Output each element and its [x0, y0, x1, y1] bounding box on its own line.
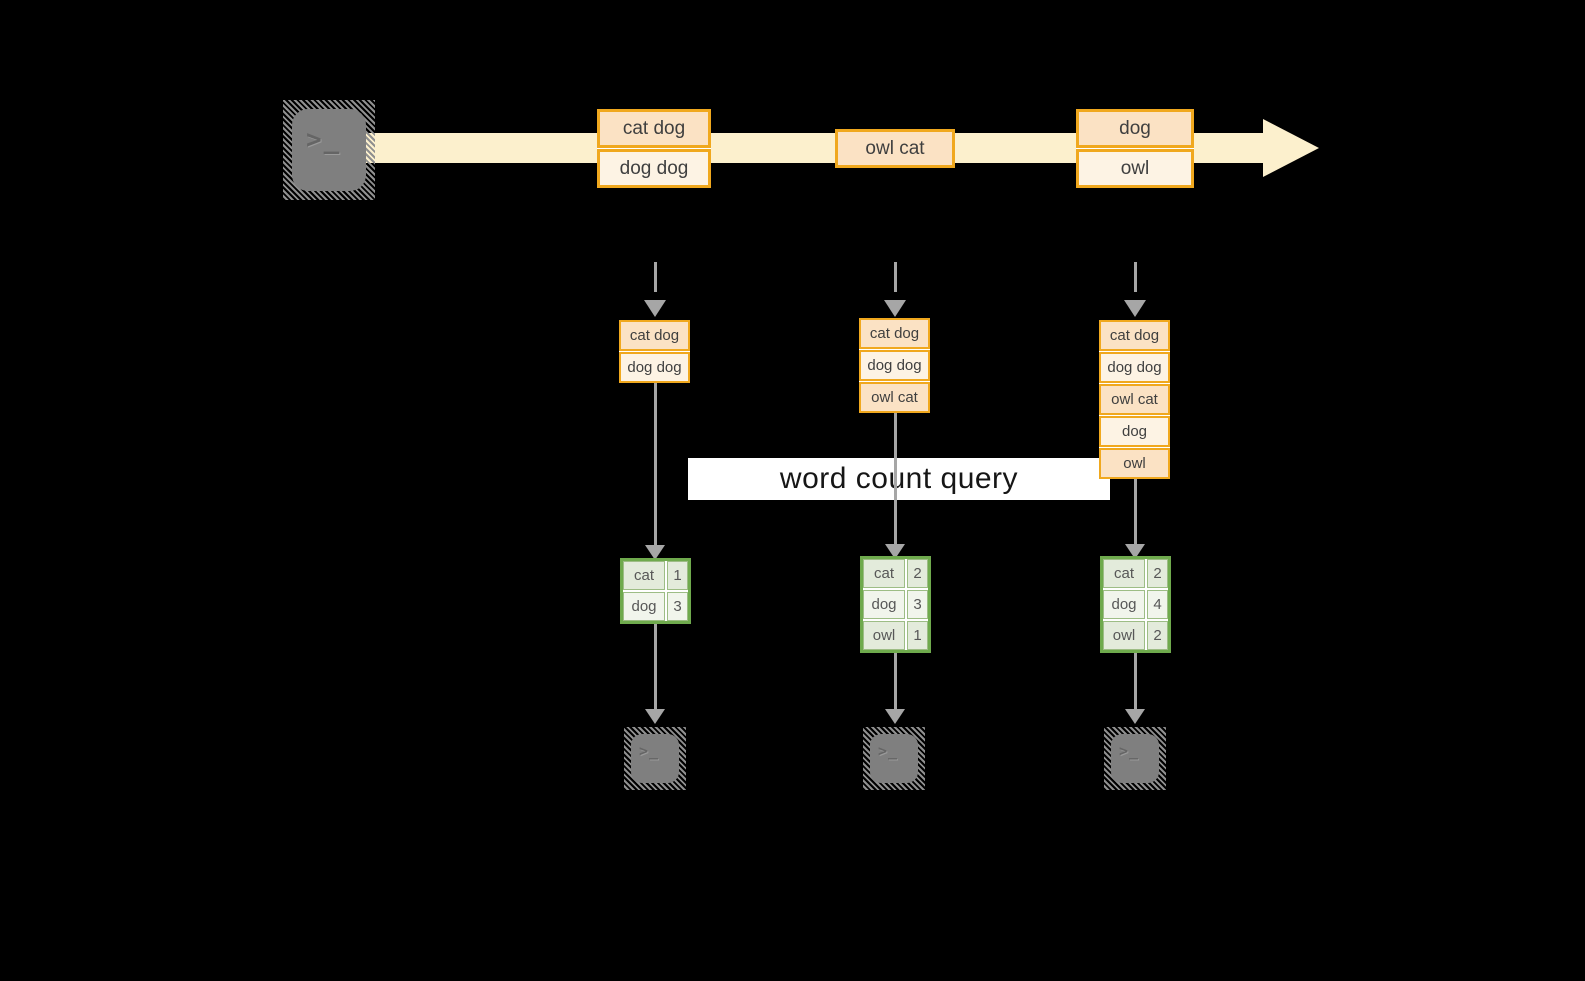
result-word: cat	[623, 561, 665, 590]
state-line: cat dog	[859, 318, 930, 349]
arrowhead-icon	[885, 544, 905, 559]
result-count: 1	[667, 561, 688, 590]
arrowhead-icon	[1125, 544, 1145, 559]
event-batch-2: owl cat	[835, 129, 955, 168]
result-count: 2	[1147, 559, 1168, 588]
arrow-result-to-sink-2	[884, 653, 906, 724]
arrow-state-to-result-1	[644, 383, 666, 560]
state-line: cat dog	[619, 320, 690, 351]
state-line: owl	[1099, 448, 1170, 479]
batch-line: owl cat	[835, 129, 955, 168]
result-word: cat	[1103, 559, 1145, 588]
terminal-prompt-icon: >_	[1119, 742, 1140, 760]
arrowhead-icon	[885, 709, 905, 724]
terminal-body: >_	[292, 109, 366, 191]
terminal-prompt-icon: >_	[878, 742, 899, 760]
state-line: owl cat	[859, 382, 930, 413]
arrowhead-icon	[884, 300, 906, 317]
state-line: dog dog	[859, 350, 930, 381]
arrow-dash	[893, 262, 897, 292]
result-count: 3	[667, 592, 688, 621]
arrowhead-icon	[645, 709, 665, 724]
word-count-query-banner: word count query	[688, 458, 1110, 500]
arrow-state-to-result-3	[1124, 478, 1146, 559]
arrow-dash	[653, 262, 657, 292]
result-word: dog	[623, 592, 665, 621]
arrowhead-icon	[645, 545, 665, 560]
arrow-line	[1133, 653, 1137, 709]
state-line: cat dog	[1099, 320, 1170, 351]
dashed-arrow-3	[1124, 262, 1146, 317]
result-count: 4	[1147, 590, 1168, 619]
state-buffer-3: cat dog dog dog owl cat dog owl	[1099, 320, 1170, 479]
dashed-arrow-2	[884, 262, 906, 317]
word-count-query-label: word count query	[779, 462, 1019, 495]
terminal-prompt-icon: >_	[306, 125, 342, 155]
stream-arrowhead-icon	[1263, 119, 1319, 177]
state-line: dog dog	[619, 352, 690, 383]
arrow-result-to-sink-1	[644, 624, 666, 724]
result-table-3: cat 2 dog 4 owl 2	[1100, 556, 1171, 653]
result-word: owl	[1103, 621, 1145, 650]
result-count: 2	[907, 559, 928, 588]
arrowhead-icon	[644, 300, 666, 317]
result-word: dog	[863, 590, 905, 619]
source-terminal-icon: >_	[283, 100, 375, 200]
state-line: dog dog	[1099, 352, 1170, 383]
state-buffer-2: cat dog dog dog owl cat	[859, 318, 930, 413]
arrow-line	[653, 624, 657, 709]
state-buffer-1: cat dog dog dog	[619, 320, 690, 383]
terminal-body: >_	[631, 734, 679, 783]
result-word: cat	[863, 559, 905, 588]
arrow-state-to-result-2	[884, 413, 906, 559]
result-word: dog	[1103, 590, 1145, 619]
sink-terminal-icon-3: >_	[1104, 727, 1166, 790]
batch-line: owl	[1076, 149, 1194, 188]
dashed-arrow-1	[644, 262, 666, 317]
arrow-result-to-sink-3	[1124, 653, 1146, 724]
result-word: owl	[863, 621, 905, 650]
batch-line: dog	[1076, 109, 1194, 148]
terminal-body: >_	[1111, 734, 1159, 783]
arrowhead-icon	[1125, 709, 1145, 724]
arrow-dash	[1133, 262, 1137, 292]
arrow-line	[893, 653, 897, 709]
arrow-line	[653, 383, 657, 545]
batch-line: cat dog	[597, 109, 711, 148]
event-batch-1: cat dog dog dog	[597, 109, 711, 188]
sink-terminal-icon-2: >_	[863, 727, 925, 790]
result-count: 2	[1147, 621, 1168, 650]
arrow-line	[893, 413, 897, 544]
result-table-2: cat 2 dog 3 owl 1	[860, 556, 931, 653]
event-batch-3: dog owl	[1076, 109, 1194, 188]
state-line: dog	[1099, 416, 1170, 447]
result-table-1: cat 1 dog 3	[620, 558, 691, 624]
result-count: 3	[907, 590, 928, 619]
terminal-body: >_	[870, 734, 918, 783]
sink-terminal-icon-1: >_	[624, 727, 686, 790]
terminal-prompt-icon: >_	[639, 742, 660, 760]
arrow-line	[1133, 478, 1137, 544]
result-count: 1	[907, 621, 928, 650]
batch-line: dog dog	[597, 149, 711, 188]
arrowhead-icon	[1124, 300, 1146, 317]
state-line: owl cat	[1099, 384, 1170, 415]
